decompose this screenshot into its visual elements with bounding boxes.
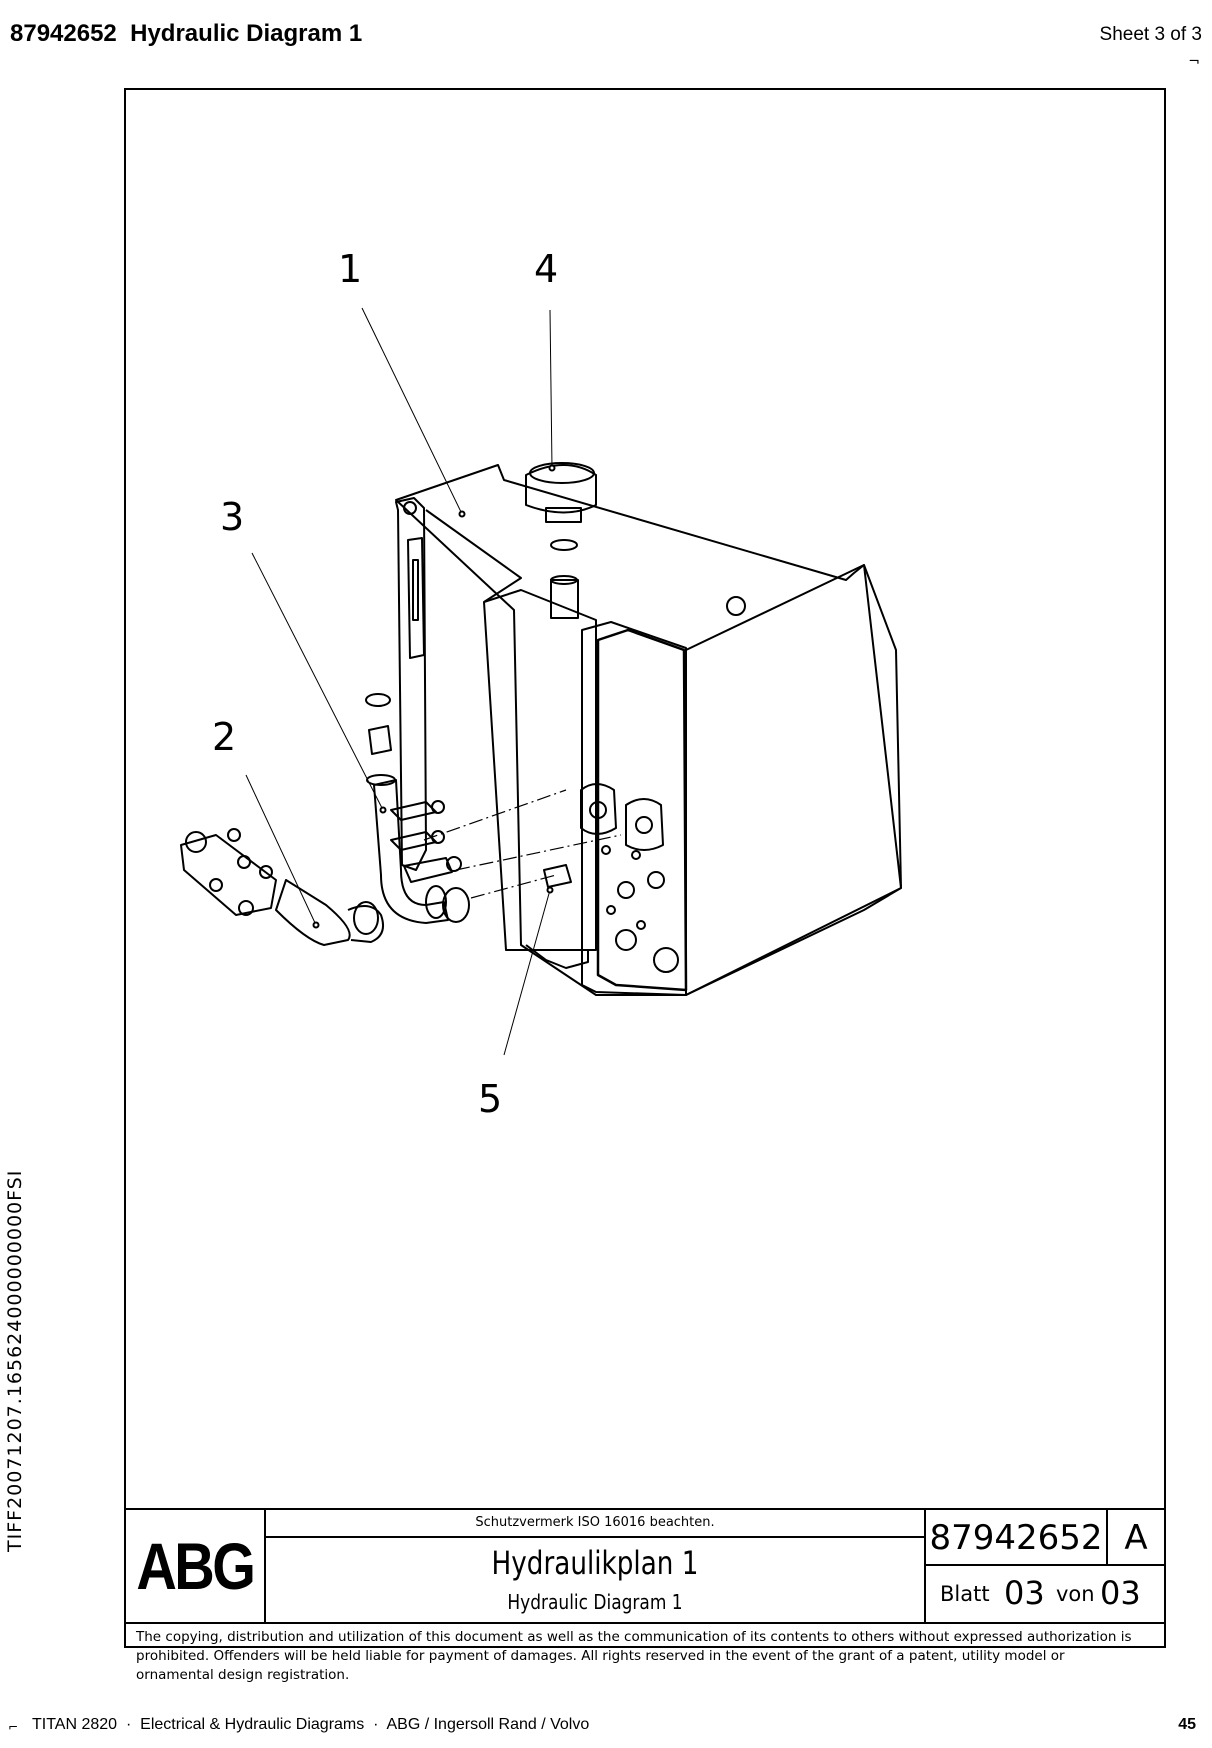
callout-4: 4 (534, 247, 558, 291)
callout-1: 1 (338, 247, 362, 291)
title-english: Hydraulic Diagram 1 (507, 1590, 683, 1614)
mount-foot (525, 944, 589, 969)
leader-2 (245, 774, 317, 926)
footer-text: TITAN 2820 · Electrical & Hydraulic Diag… (32, 1716, 590, 1733)
footer-corner-mark: ⌐ (8, 1720, 19, 1734)
sheet-label: Blatt (940, 1582, 990, 1606)
title-block-titles: Schutzvermerk ISO 16016 beachten. Hydrau… (266, 1510, 926, 1622)
tank-step (425, 509, 522, 603)
sheet-current: 03 (1004, 1574, 1045, 1612)
flange-fitting-1 (580, 783, 617, 835)
drawing-frame: 1 4 3 2 5 ABG Schutzvermerk ISO 16016 be… (124, 88, 1166, 1683)
sheet-counter: Blatt 03 von 03 (926, 1566, 1164, 1622)
return-pipe (373, 779, 449, 924)
leader-3 (251, 552, 384, 811)
callout-5: 5 (478, 1077, 502, 1121)
callout-2: 2 (212, 715, 236, 759)
doc-number: 87942652 (10, 20, 117, 47)
tank-left-flange (395, 497, 427, 871)
protection-notice: Schutzvermerk ISO 16016 beachten. (266, 1510, 924, 1538)
tank-right-face (685, 564, 902, 996)
sheet-indicator: Sheet 3 of 3 (1099, 24, 1202, 45)
drawing-number: 87942652 (926, 1510, 1108, 1566)
suction-elbow (275, 879, 351, 946)
tank-front-face (483, 589, 597, 951)
page-number: 45 (1178, 1716, 1196, 1733)
document-title: 87942652 Hydraulic Diagram 1 (10, 20, 362, 48)
side-file-code: TIFF20071207.165624000000000FSI (4, 1169, 26, 1552)
front-plate (581, 621, 687, 996)
of-label: von (1056, 1582, 1095, 1606)
title-german: Hydraulikplan 1 (491, 1544, 699, 1582)
tank-top-outline (395, 464, 902, 996)
company-logo: ABG (126, 1510, 266, 1622)
corner-mark: ¬ (1188, 54, 1200, 70)
valve-block (596, 628, 688, 992)
copyright-notice: The copying, distribution and utilizatio… (136, 1629, 1132, 1683)
title-block-numbers: 87942652 A Blatt 03 von 03 (926, 1510, 1164, 1622)
doc-title: Hydraulic Diagram 1 (130, 20, 363, 47)
flange-fitting-2 (625, 798, 664, 851)
revision-letter: A (1108, 1510, 1164, 1566)
leader-1 (361, 307, 463, 515)
title-block: ABG Schutzvermerk ISO 16016 beachten. Hy… (126, 1508, 1164, 1624)
sight-glass (407, 537, 425, 659)
leader-4 (549, 309, 553, 469)
callout-3: 3 (220, 495, 244, 539)
sheet-total: 03 (1100, 1574, 1141, 1612)
hydraulic-tank-drawing: 1 4 3 2 5 (180, 247, 902, 1121)
suction-manifold (180, 834, 277, 916)
pressure-sensor (543, 864, 572, 888)
leader-5 (503, 889, 551, 1056)
